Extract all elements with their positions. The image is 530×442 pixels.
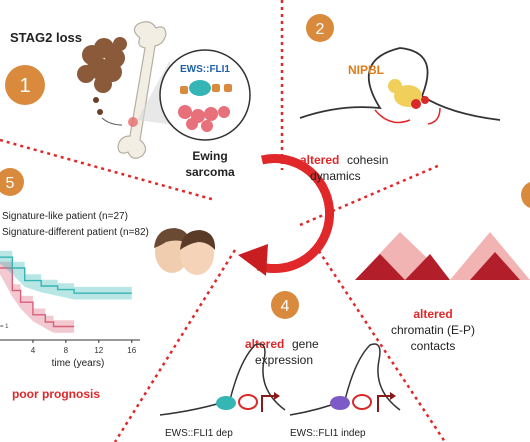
panel2-altered: altered	[300, 153, 339, 167]
cohesin-subunit	[421, 96, 429, 104]
number-badge-4-label: 4	[281, 298, 290, 315]
dna-loop	[299, 47, 501, 121]
fli1-protein-indep	[330, 396, 350, 410]
promoter-arrowhead	[274, 392, 280, 400]
x-axis-title: time (years)	[52, 358, 105, 369]
x-axis-ticks: 4 8 12 16	[31, 340, 137, 355]
promoter-arrow-dep	[261, 395, 276, 412]
panel-stag2-loss: STAG2 loss 1 EWS::FLI1 Ewing sarcoma	[5, 21, 251, 179]
cohesin-ring-dep	[238, 394, 258, 410]
divider-right	[299, 163, 441, 227]
panel3-line3: contacts	[411, 339, 456, 353]
tumor-label-line2: sarcoma	[185, 165, 235, 179]
panel-chromatin: altered chromatin (E-P) contacts	[355, 181, 530, 353]
x-tick-label: 8	[64, 346, 69, 355]
number-badge-2	[306, 14, 334, 42]
motion-arrow	[427, 107, 441, 125]
divider-bottom-right	[313, 244, 447, 442]
cell-dot	[93, 97, 99, 103]
panel4-altered: altered	[245, 337, 284, 351]
survival-confidence-band	[0, 261, 75, 333]
chromatin-bead	[180, 86, 188, 94]
fusion-protein	[189, 80, 211, 96]
y-tick-partial: = 1	[0, 324, 9, 330]
cohesin-subunit	[411, 99, 421, 109]
dna-loop-dep	[159, 343, 286, 416]
x-tick-label: 16	[127, 346, 136, 355]
legend-series-1: Signature-like patient (n=27)	[2, 211, 128, 222]
number-badge-1-label: 1	[19, 75, 30, 97]
tad-triangle-dark	[355, 254, 405, 280]
legend-series-2: Signature-different patient (n=82)	[2, 227, 149, 238]
panel3-altered: altered	[413, 307, 452, 321]
number-badge-4	[271, 291, 299, 319]
number-badge-5	[0, 168, 24, 196]
tumor-label-line1: Ewing	[192, 149, 227, 163]
number-badge-1	[5, 65, 45, 105]
x-tick-label: 12	[94, 346, 103, 355]
survival-chart: 4 8 12 16 time (years) = 1	[0, 250, 140, 369]
motion-arrow	[374, 109, 411, 124]
panel-dividers	[0, 0, 447, 442]
dna-loop-indep	[289, 343, 401, 416]
cell-dot	[97, 109, 103, 115]
promoter-arrow-indep	[377, 395, 392, 412]
fusion-label: EWS::FLI1	[180, 64, 230, 75]
cohesin-ring-indep	[352, 394, 372, 410]
femur-bone	[117, 21, 167, 159]
panel-gene-expression: 4 altered gene expression EWS::FLI1 dep …	[159, 291, 401, 439]
panel-cohesin: 2 NIPBL altered cohesin dynamics	[299, 14, 501, 183]
promoter-arrowhead	[390, 392, 396, 400]
label-fli1-indep: EWS::FLI1 indep	[290, 428, 366, 439]
chromatin-bead	[212, 84, 220, 92]
connector-line	[101, 117, 123, 126]
survival-curve-1	[0, 267, 75, 328]
tad-triangle-dark	[470, 252, 520, 280]
panel2-line1: cohesin	[347, 153, 388, 167]
number-badge-3	[521, 181, 530, 209]
survival-series	[0, 250, 132, 333]
fli1-protein-dep	[216, 396, 236, 410]
nipbl-label: NIPBL	[348, 63, 384, 77]
divider-left	[0, 138, 216, 202]
survival-confidence-band	[0, 250, 132, 300]
panel4-line2: expression	[255, 353, 313, 367]
poor-prognosis-label: poor prognosis	[12, 387, 100, 401]
panel-prognosis: 5 Signature-like patient (n=27) Signatur…	[0, 168, 216, 401]
label-fli1-dep: EWS::FLI1 dep	[165, 428, 233, 439]
survival-curve-2	[0, 256, 132, 294]
cycle-arrow	[238, 154, 335, 276]
number-badge-5-label: 5	[6, 175, 15, 192]
panel3-line2: chromatin (E-P)	[391, 323, 475, 337]
cycle-arc	[256, 154, 335, 274]
panel1-title: STAG2 loss	[10, 30, 82, 45]
patient-faces-icon	[154, 228, 216, 275]
number-badge-2-label: 2	[316, 21, 325, 38]
panel4-line1: gene	[292, 337, 319, 351]
divider-bottom-left	[113, 249, 237, 442]
x-tick-label: 4	[31, 346, 36, 355]
tumor-cell-cluster	[77, 37, 127, 93]
tad-triangle-dark	[405, 254, 450, 280]
cycle-arrowhead	[238, 244, 268, 276]
nipbl-protein	[388, 79, 402, 93]
red-cells	[178, 105, 230, 132]
panel2-line2: dynamics	[310, 169, 361, 183]
chromatin-bead	[224, 84, 232, 92]
tad-triangle	[450, 232, 530, 280]
